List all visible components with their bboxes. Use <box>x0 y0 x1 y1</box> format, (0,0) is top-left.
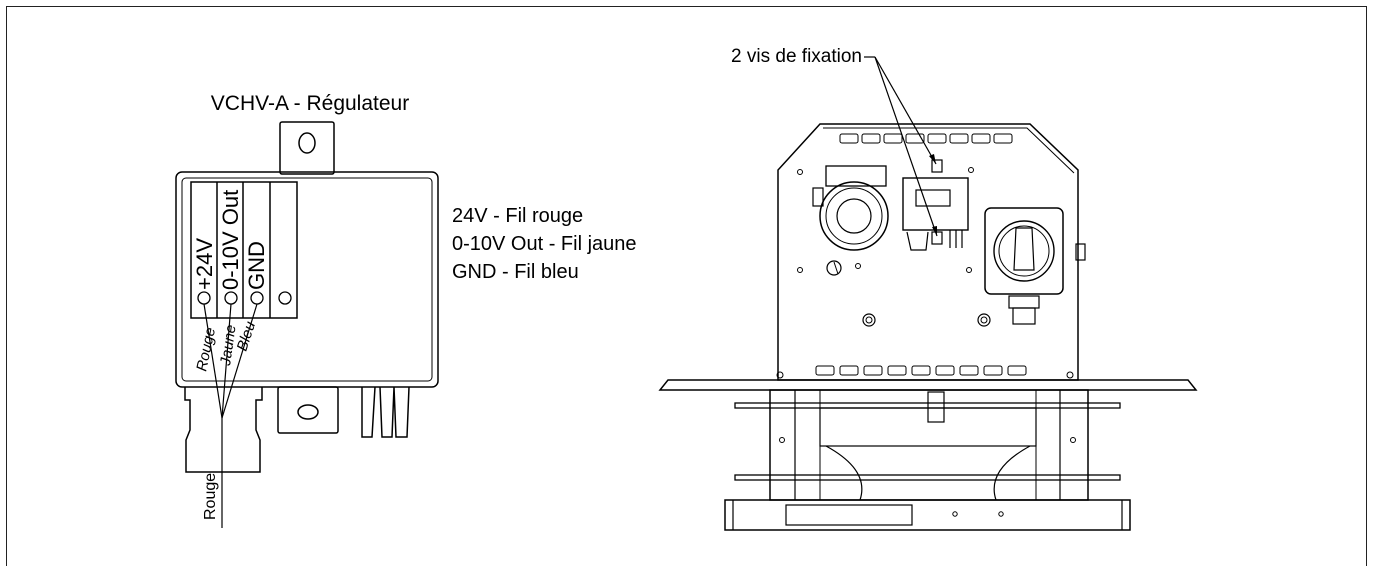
terminal-label-gnd: GND <box>244 241 269 290</box>
top-mounting-tab <box>279 121 335 175</box>
wire-label-rouge: Rouge <box>193 326 219 373</box>
bottom-mounting-tab <box>277 386 339 434</box>
base-plate <box>724 499 1131 531</box>
fixing-screw-2 <box>931 231 943 245</box>
bottom-connectors <box>361 386 410 438</box>
legend-line-24v: 24V - Fil rouge <box>452 205 583 227</box>
bottom-vent-slots <box>815 365 1027 376</box>
terminal-screw-3 <box>250 291 264 305</box>
callout-leader-2 <box>874 56 938 237</box>
terminal-label-0-10v: 0-10V Out <box>218 190 243 290</box>
top-mounting-hole <box>298 132 316 154</box>
top-vent-slots <box>839 133 1013 144</box>
unit-regulator <box>902 159 969 251</box>
wire-label-jaune: Jaune <box>217 324 240 368</box>
pressure-switch <box>812 165 889 276</box>
regulator-housing-inner <box>181 177 433 382</box>
regulator-diagram: VCHV-A - Régulateur +24V 0-10V Out GND <box>175 92 637 528</box>
wires <box>203 303 258 528</box>
fixing-screw-1 <box>931 159 943 173</box>
unit-diagram: 2 vis de fixation <box>658 46 1198 531</box>
legend-line-gnd: GND - Fil bleu <box>452 261 579 283</box>
wire-label-bleu: Bleu <box>234 319 260 353</box>
flange-plate <box>658 379 1198 391</box>
terminal-screw-1 <box>197 291 211 305</box>
callout-leader-1 <box>874 56 937 165</box>
callout-vis-fixation: 2 vis de fixation <box>731 46 862 67</box>
callout-arrow-1 <box>929 154 936 164</box>
cable-gland <box>184 387 263 473</box>
regulator-title: VCHV-A - Régulateur <box>211 92 409 115</box>
panel-bolts <box>797 167 991 327</box>
drawing-frame <box>6 6 1367 566</box>
cable-label-rouge: Rouge <box>202 473 219 520</box>
legend-line-0-10v: 0-10V Out - Fil jaune <box>452 233 637 255</box>
bottom-mounting-hole <box>297 404 319 420</box>
terminal-label-24v: +24V <box>192 238 217 290</box>
terminal-screw-2 <box>224 291 238 305</box>
terminal-block: +24V 0-10V Out GND <box>190 181 298 319</box>
callout-arrow-2 <box>932 226 937 236</box>
terminal-screw-4 <box>278 291 292 305</box>
fan-housing <box>734 389 1121 501</box>
main-switch <box>984 207 1086 325</box>
